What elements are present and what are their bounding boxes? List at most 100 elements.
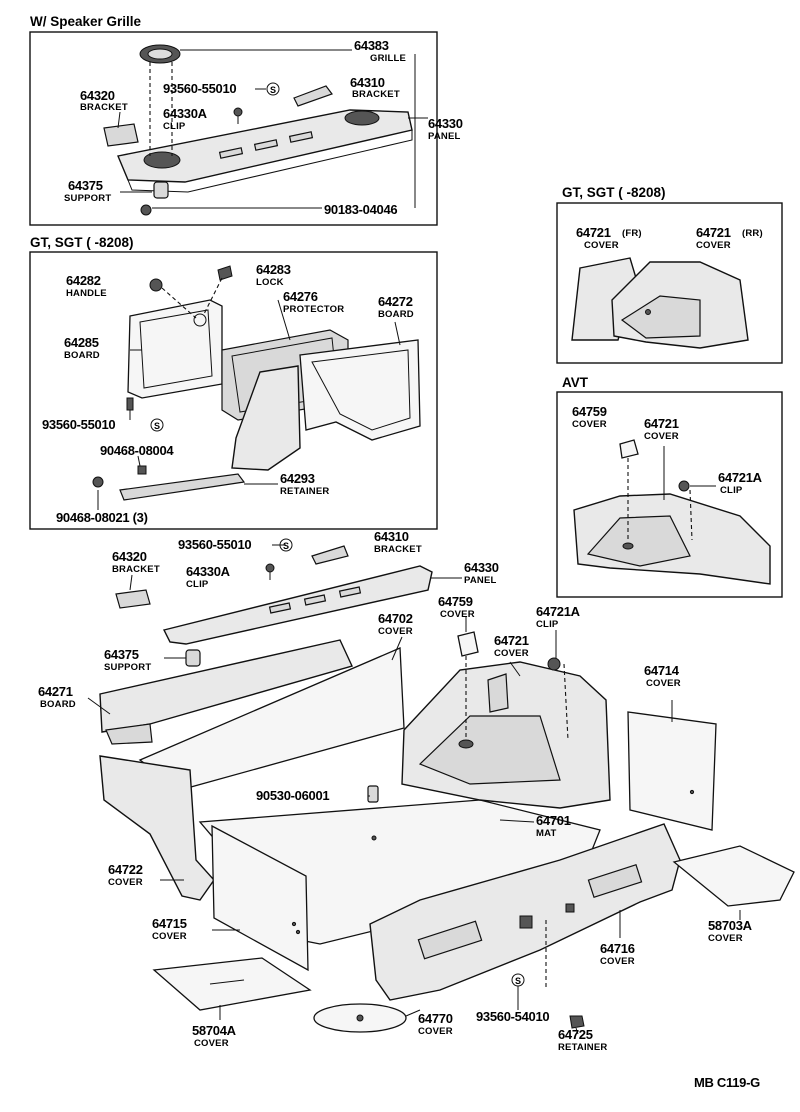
panel-slot xyxy=(218,147,244,159)
section-title-gt-sgt-right: GT, SGT ( -8208) xyxy=(562,185,666,200)
cover-64715 xyxy=(211,824,309,972)
main-support-part xyxy=(185,649,201,667)
main-clip xyxy=(265,563,275,573)
callout-64272-name: BOARD xyxy=(378,309,414,320)
gt-sgt-right-frame xyxy=(556,202,783,364)
gt-sgt-left-frame xyxy=(29,251,438,530)
cover-64714-part xyxy=(627,711,717,831)
callout-64759b-name: COVER xyxy=(440,609,475,620)
callout-64375b-pn: 64375 xyxy=(104,647,139,662)
callout-93560a-pn: 93560-55010 xyxy=(163,81,236,96)
speaker-hole-left xyxy=(143,151,181,169)
board-64271 xyxy=(99,639,353,745)
board-64271-part xyxy=(99,639,353,733)
callout-64721Ab-pn: 64721A xyxy=(536,604,581,619)
lock-part xyxy=(217,265,233,281)
callout-labels: 64383 GRILLE 64310 BRACKET 64320 BRACKET… xyxy=(38,38,763,1090)
callout-64330Aa-pn: 64330A xyxy=(163,106,208,121)
clip-64721a-avt-part xyxy=(678,480,690,492)
support-part xyxy=(153,181,169,199)
bracket-left-part xyxy=(103,123,139,147)
callout-64715-name: COVER xyxy=(152,931,187,942)
callout-90183-pn: 90183-04046 xyxy=(324,202,397,217)
cover-64722-part xyxy=(99,755,215,901)
callout-64770-name: COVER xyxy=(418,1026,453,1037)
callout-64725-name: RETAINER xyxy=(558,1042,607,1053)
s-symbol xyxy=(266,82,280,96)
avt-frame xyxy=(556,391,783,598)
main-bracket-left xyxy=(115,589,151,609)
main-small-parts xyxy=(367,631,569,803)
callout-64283-name: LOCK xyxy=(256,277,284,288)
callout-64271-name: BOARD xyxy=(40,699,76,710)
cover-64721-main xyxy=(401,661,611,809)
callout-64759a-pn: 64759 xyxy=(572,404,607,419)
s-symbol-text: S xyxy=(515,976,521,986)
callout-64701-name: MAT xyxy=(536,828,556,839)
cover-64716-part xyxy=(369,823,681,1001)
callout-64722-name: COVER xyxy=(108,877,143,888)
cover-64716 xyxy=(369,823,681,1001)
callout-64383-name: GRILLE xyxy=(370,53,406,64)
clip-part xyxy=(233,107,243,117)
callout-64330a-pn: 64330 xyxy=(428,116,463,131)
cover-58703a-part xyxy=(672,845,795,907)
cover-64759-avt-part xyxy=(619,439,639,459)
callout-64320a-pn: 64320 xyxy=(80,88,115,103)
callout-58704A-name: COVER xyxy=(194,1038,229,1049)
callout-64721c-pn: 64721 xyxy=(494,633,529,648)
callout-64310a-pn: 64310 xyxy=(350,75,385,90)
bolt-part xyxy=(92,476,104,488)
cover-64722 xyxy=(99,755,215,901)
speaker-grille-frame xyxy=(29,31,438,226)
callout-64722-pn: 64722 xyxy=(108,862,143,877)
callout-64375b-name: SUPPORT xyxy=(104,662,151,673)
callout-90468a-pn: 90468-08004 xyxy=(100,443,174,458)
callout-93560d-pn: 93560-54010 xyxy=(476,1009,549,1024)
cover-64770 xyxy=(313,1003,407,1033)
s-symbol xyxy=(150,418,164,432)
rear-panel-edge xyxy=(127,130,413,193)
callout-64759b-pn: 64759 xyxy=(438,594,473,609)
callout-64283-pn: 64283 xyxy=(256,262,291,277)
callout-64716-name: COVER xyxy=(600,956,635,967)
diagram-code: MB C119-G xyxy=(694,1075,760,1090)
callout-58703A-name: COVER xyxy=(708,933,743,944)
callout-64721fr-name: COVER xyxy=(584,240,619,251)
bracket-right-part xyxy=(293,85,333,107)
clip-90530-part xyxy=(367,785,379,803)
leaders-gt-sgt-left xyxy=(97,299,401,510)
callout-64320b-pn: 64320 xyxy=(112,549,147,564)
callout-64285-name: BOARD xyxy=(64,350,100,361)
callout-64702-pn: 64702 xyxy=(378,611,413,626)
callout-64276-name: PROTECTOR xyxy=(283,304,344,315)
callout-64282-pn: 64282 xyxy=(66,273,101,288)
callout-64310a-name: BRACKET xyxy=(352,89,400,100)
s-symbol-text: S xyxy=(283,541,289,551)
callout-64721fr-pn: 64721 xyxy=(576,225,611,240)
leaders-main xyxy=(87,544,741,1035)
speaker-hole-right xyxy=(344,110,380,126)
s-symbol-text: S xyxy=(270,85,276,95)
callout-64721Aa-name: CLIP xyxy=(720,485,743,496)
cover-64721-main-well xyxy=(418,715,561,785)
s-symbol-text: S xyxy=(154,421,160,431)
retainer-part xyxy=(119,473,246,501)
panel-slot xyxy=(253,139,279,151)
callout-64320a-name: BRACKET xyxy=(80,102,128,113)
callout-64293-name: RETAINER xyxy=(280,486,329,497)
callout-64330Ab-name: CLIP xyxy=(186,579,209,590)
cover-58703A xyxy=(672,845,795,907)
callout-64721b-name: COVER xyxy=(644,431,679,442)
section-title-gt-sgt-left: GT, SGT ( -8208) xyxy=(30,235,134,250)
board-64272-part xyxy=(299,339,421,441)
callout-64383-pn: 64383 xyxy=(354,38,389,53)
cover-64721-rr-well xyxy=(620,295,701,339)
leaders-speaker-grille xyxy=(117,49,428,209)
callout-64375a-pn: 64375 xyxy=(68,178,103,193)
main-bracket-right xyxy=(311,545,349,565)
callout-93560c-pn: 93560-55010 xyxy=(178,537,251,552)
callout-64714-name: COVER xyxy=(646,678,681,689)
board-64285-inner xyxy=(139,309,213,389)
